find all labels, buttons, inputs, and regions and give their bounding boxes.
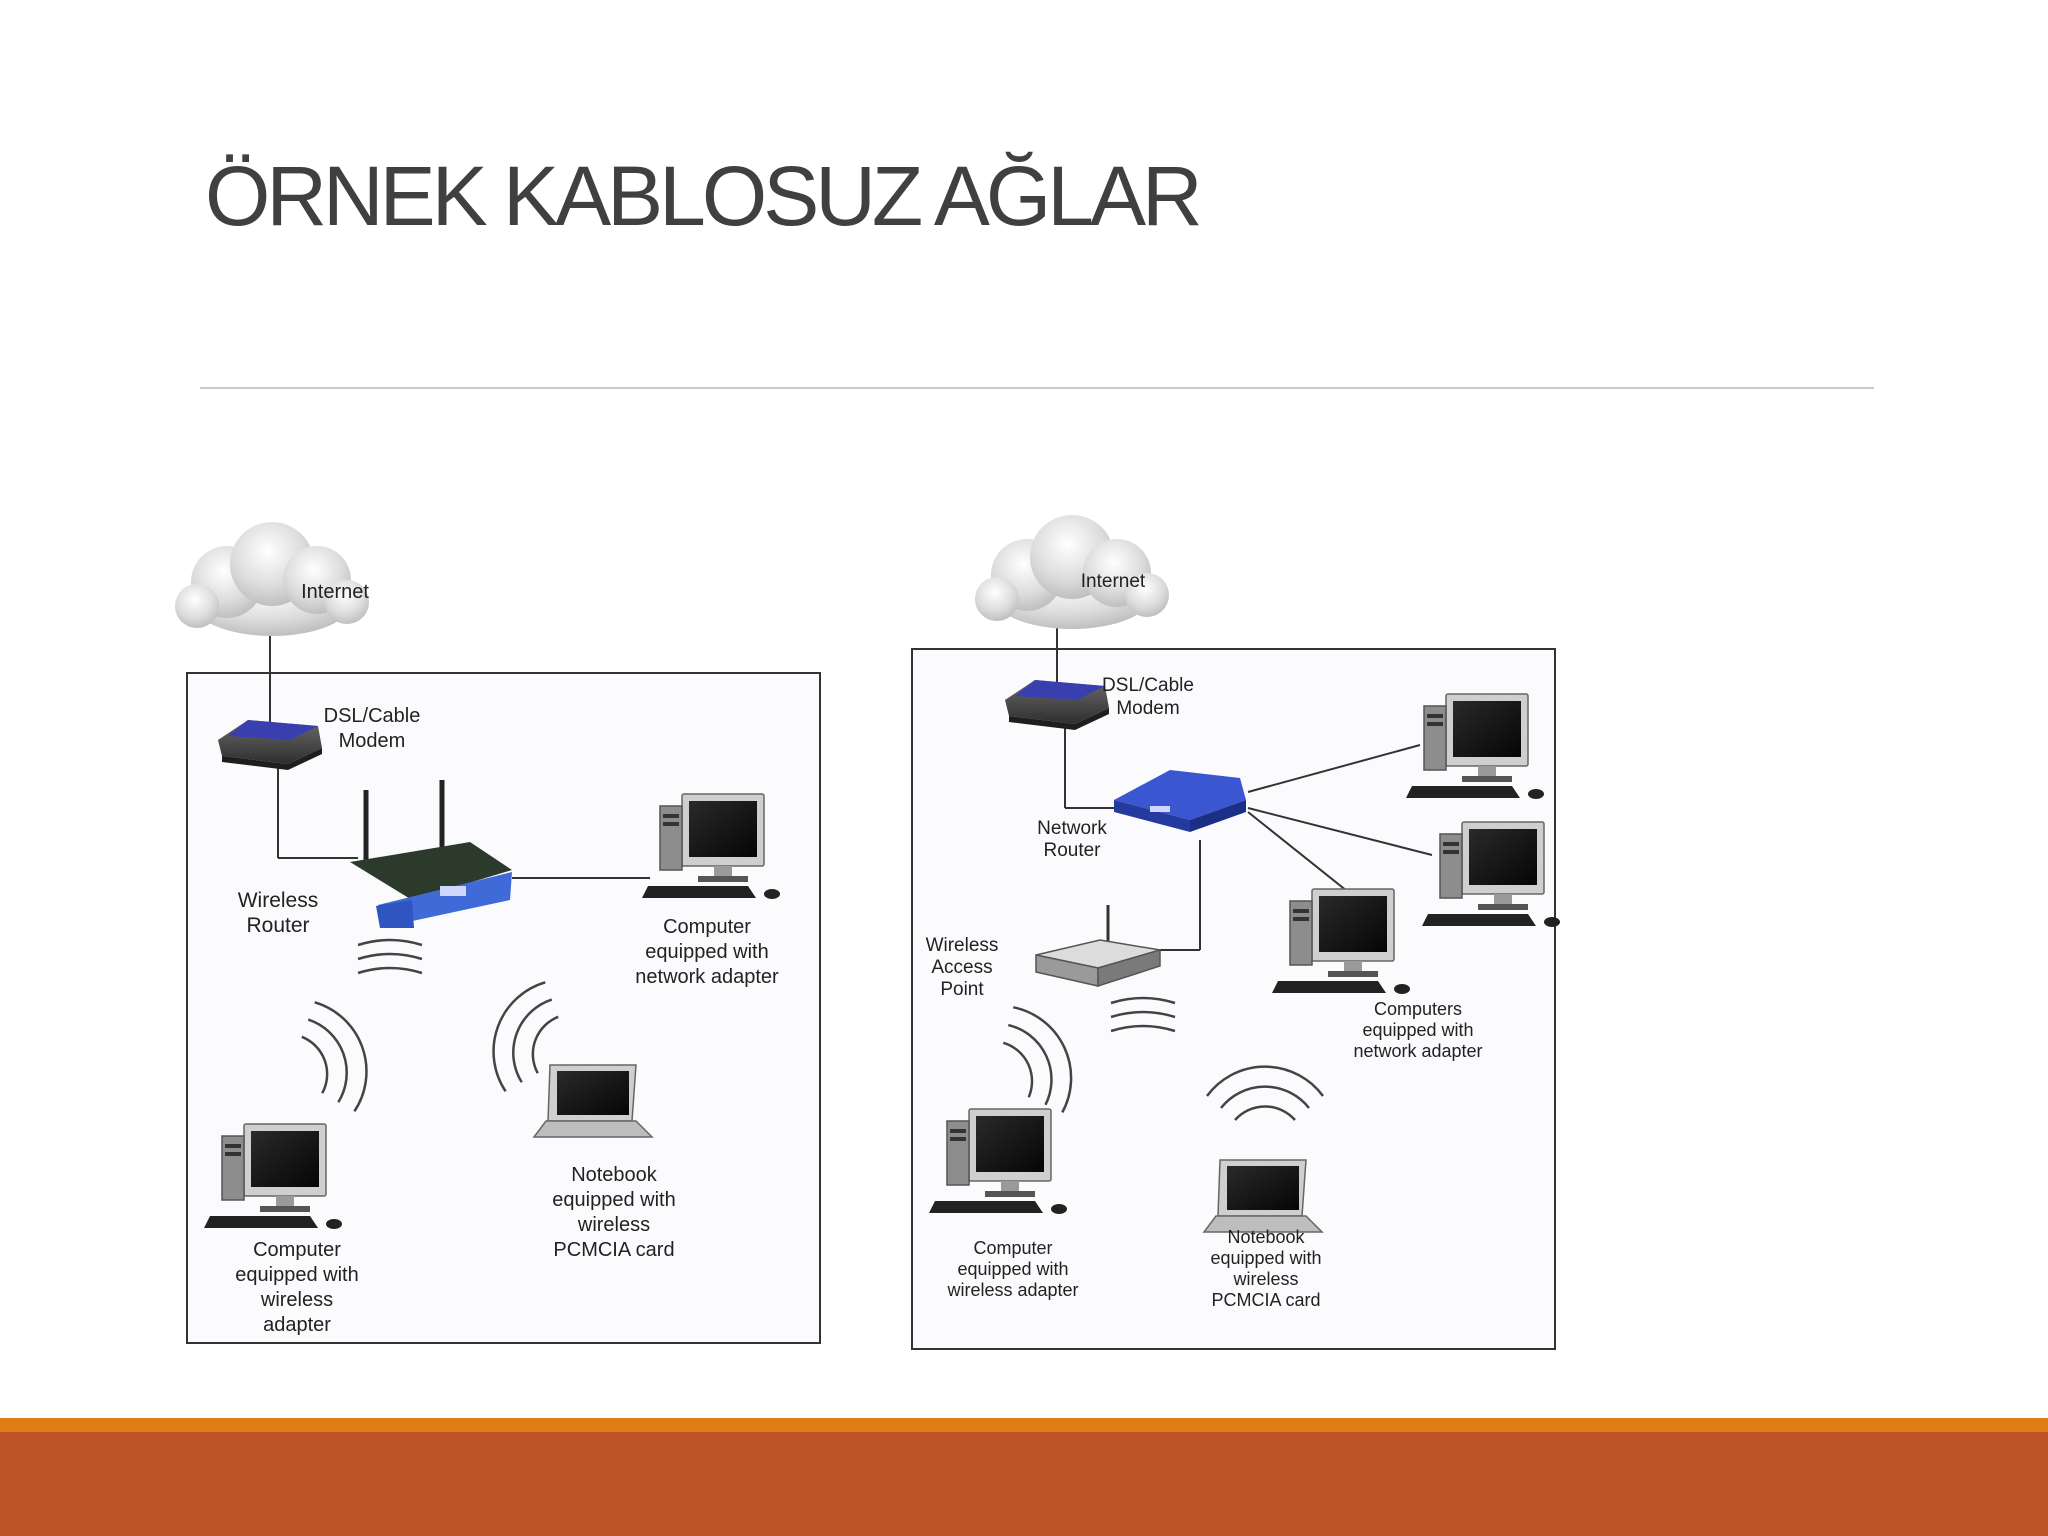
right-wired-pcs-label-2: equipped with [1362,1020,1473,1040]
right-internet-label: Internet [1081,571,1146,592]
footer-bar [0,1432,2048,1536]
slide-title: ÖRNEK KABLOSUZ AĞLAR [205,149,1203,243]
right-wireless-pc-label-1: Computer [973,1238,1052,1258]
left-notebook-label-1: Notebook [571,1164,658,1186]
right-network-diagram: Internet DSL/Cable Modem Network Router … [911,515,1561,1350]
footer-accent-stripe [0,1418,2048,1432]
title-divider [200,387,1874,389]
right-ap-label-1: Wireless [926,935,999,956]
left-modem-label-1: DSL/Cable [324,705,421,727]
left-router-label-2: Router [246,914,309,937]
left-modem-label-2: Modem [339,730,406,752]
left-diagram-frame [186,672,821,1344]
left-wireless-pc-label-4: adapter [263,1314,331,1336]
left-notebook-label-4: PCMCIA card [553,1239,674,1261]
right-router-label-1: Network [1037,818,1107,839]
right-notebook-label-1: Notebook [1227,1227,1305,1247]
right-modem-label-2: Modem [1116,698,1179,719]
left-wireless-pc-label-1: Computer [253,1239,341,1261]
internet-cloud-icon [175,522,369,636]
left-network-diagram: Internet DSL/Cable Modem Wireless Router… [175,522,821,1344]
right-notebook-label-2: equipped with [1210,1248,1321,1268]
right-wired-pcs-label-1: Computers [1374,999,1462,1019]
left-notebook-label-2: equipped with [552,1189,675,1211]
wireless-router-icon [350,780,512,928]
left-wired-pc-label-1: Computer [663,916,751,938]
left-wired-pc-label-3: network adapter [635,966,779,988]
wireless-access-point-icon [1035,905,1161,988]
network-diagrams: Internet DSL/Cable Modem Wireless Router… [175,515,1561,1350]
left-notebook-label-3: wireless [577,1214,650,1236]
right-ap-label-3: Point [940,979,984,1000]
left-wireless-pc-label-3: wireless [260,1289,333,1311]
right-notebook-label-4: PCMCIA card [1211,1290,1320,1310]
left-router-label-1: Wireless [238,889,319,912]
right-wireless-pc-label-3: wireless adapter [946,1280,1078,1300]
right-wireless-pc-label-2: equipped with [957,1259,1068,1279]
network-router-icon [1114,770,1246,832]
left-internet-label: Internet [301,581,369,603]
right-router-label-2: Router [1043,840,1101,861]
left-wired-pc-label-2: equipped with [645,941,768,963]
right-ap-label-2: Access [931,957,992,978]
right-modem-label-1: DSL/Cable [1102,675,1194,696]
right-wired-pcs-label-3: network adapter [1353,1041,1482,1061]
right-notebook-label-3: wireless [1232,1269,1298,1289]
left-wireless-pc-label-2: equipped with [235,1264,358,1286]
